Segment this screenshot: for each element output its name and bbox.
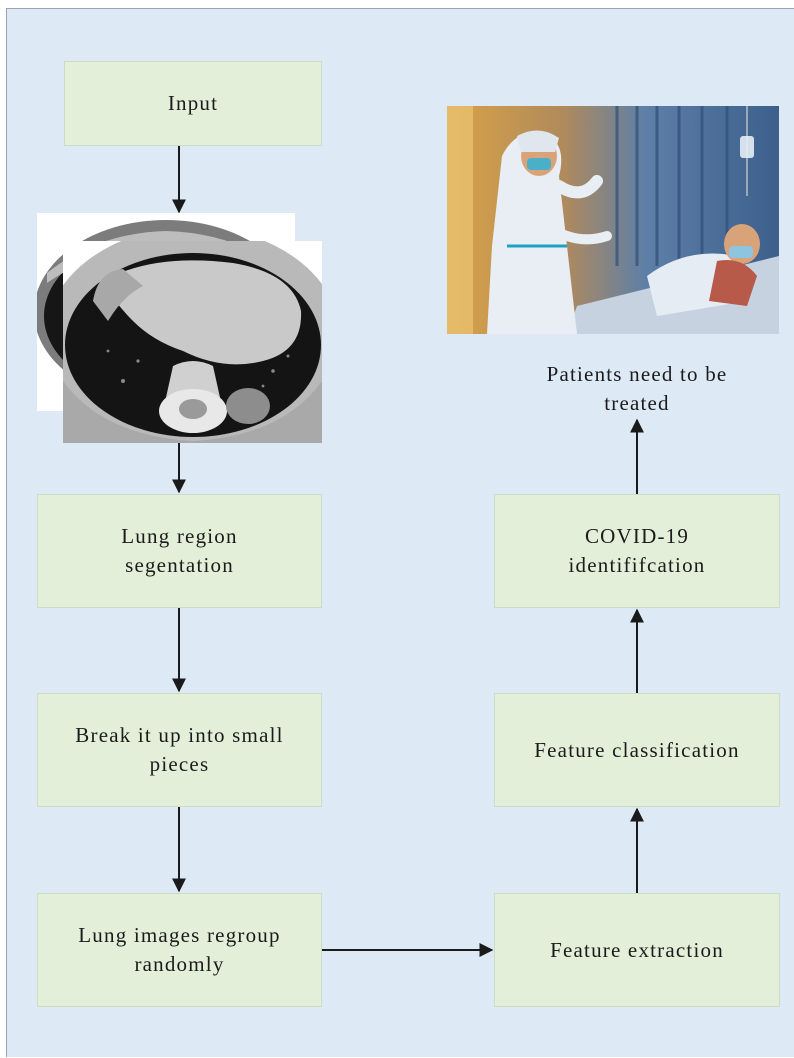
arrows-layer xyxy=(0,0,794,1058)
